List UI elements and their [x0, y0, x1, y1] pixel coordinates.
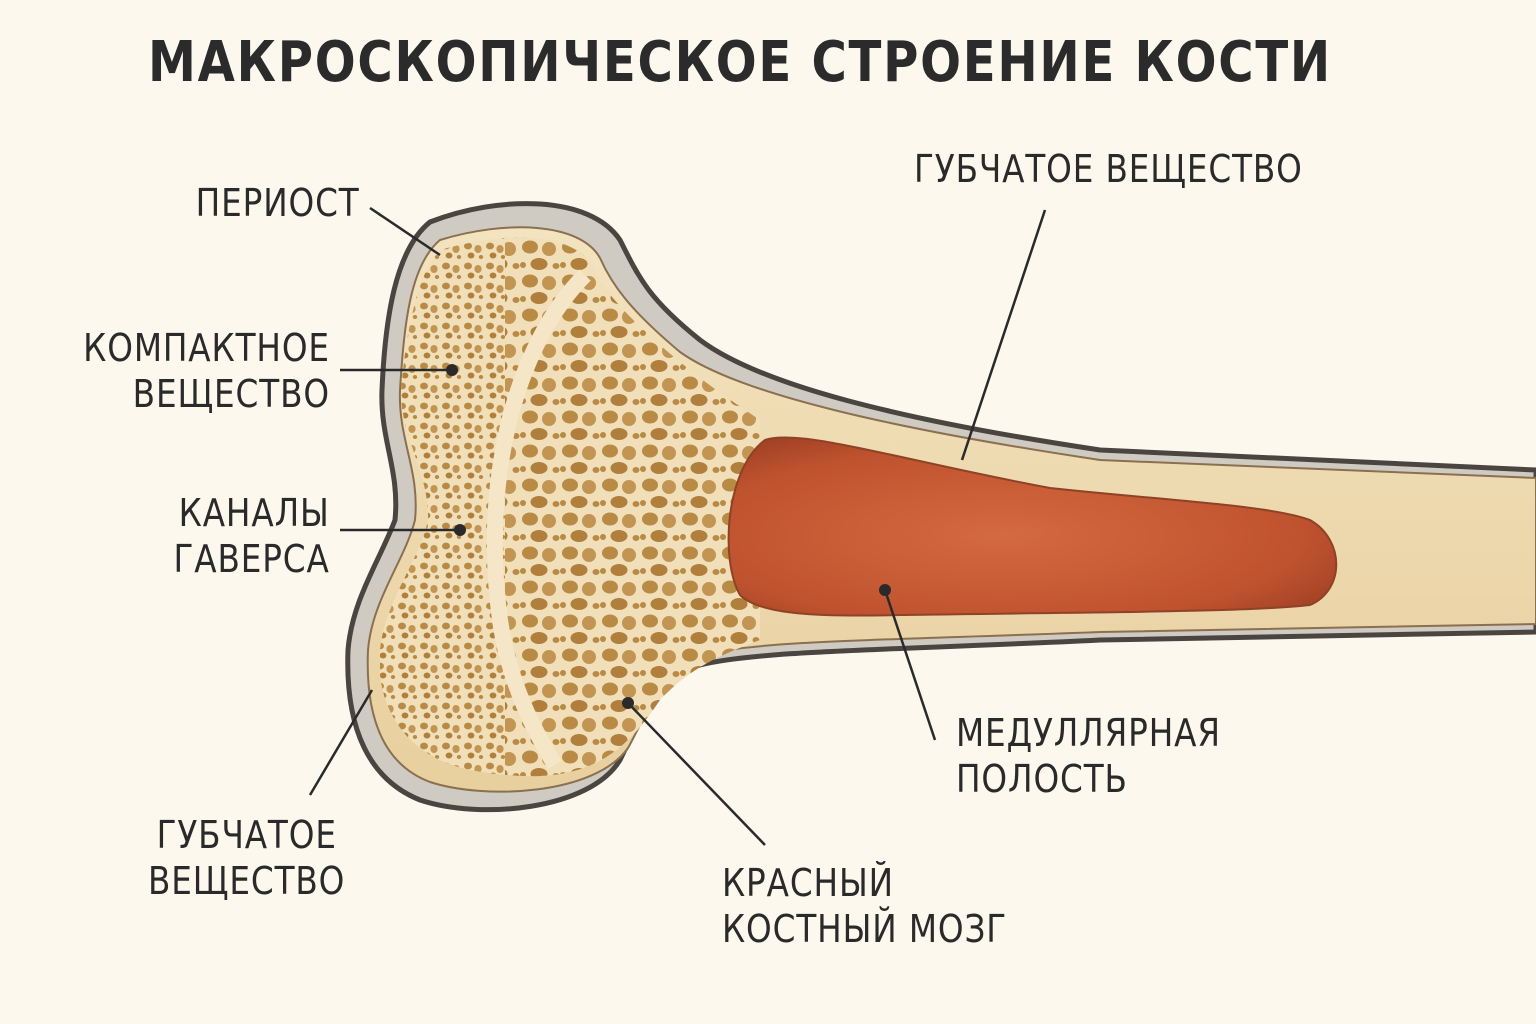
label-line: ПЕРИОСТ	[196, 181, 360, 225]
label-medullary-cavity: МЕДУЛЛЯРНАЯ ПОЛОСТЬ	[956, 710, 1221, 802]
label-compact-bone: КОМПАКТНОЕ ВЕЩЕСТВО	[83, 325, 330, 417]
label-red-bone-marrow: КРАСНЫЙ КОСТНЫЙ МОЗГ	[722, 860, 1007, 952]
label-spongy-bone-left: ГУБЧАТОЕ ВЕЩЕСТВО	[148, 812, 345, 904]
label-line: ГУБЧАТОЕ	[156, 813, 337, 857]
label-line: МЕДУЛЛЯРНАЯ	[956, 711, 1221, 755]
label-line: ПОЛОСТЬ	[956, 757, 1128, 801]
label-line: ГУБЧАТОЕ ВЕЩЕСТВО	[914, 147, 1303, 191]
label-line: ВЕЩЕСТВО	[148, 859, 346, 903]
medullary-cavity	[727, 436, 1338, 617]
label-line: КРАСНЫЙ	[722, 861, 894, 905]
label-line: КОСТНЫЙ МОЗГ	[722, 907, 1008, 951]
label-haversian-canals: КАНАЛЫ ГАВЕРСА	[174, 490, 330, 582]
label-spongy-bone-top: ГУБЧАТОЕ ВЕЩЕСТВО	[914, 146, 1303, 192]
label-line: КОМПАКТНОЕ	[83, 326, 330, 370]
label-periosteum: ПЕРИОСТ	[196, 180, 360, 226]
label-line: ВЕЩЕСТВО	[132, 372, 330, 416]
diagram-title: МАКРОСКОПИЧЕСКОЕ СТРОЕНИЕ КОСТИ	[148, 30, 1332, 95]
label-line: КАНАЛЫ	[178, 491, 330, 535]
label-line: ГАВЕРСА	[173, 537, 330, 581]
